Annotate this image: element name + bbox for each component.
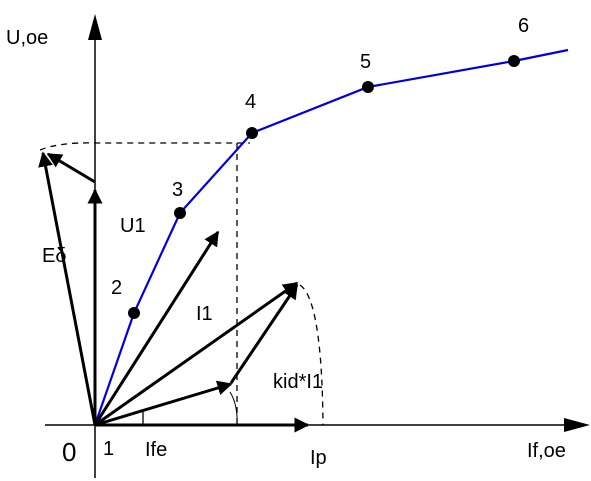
y-axis-label: U,oe <box>6 27 48 49</box>
point-label-4: 4 <box>245 91 256 113</box>
vector-connect-e-delta <box>46 152 96 184</box>
vector-i1 <box>94 281 299 427</box>
point-label-3: 3 <box>172 179 183 201</box>
vector-short <box>94 380 233 427</box>
curve-point-4 <box>246 127 258 139</box>
dashed-arc-kid <box>299 284 324 426</box>
point-label-6: 6 <box>518 15 529 37</box>
curve-point-3 <box>174 207 186 219</box>
y-axis-arrowhead <box>88 14 102 40</box>
magnetization-curve <box>93 48 569 426</box>
vector-label-ip: Ip <box>310 447 327 469</box>
vector-label-u1: U1 <box>120 215 146 237</box>
vector-kid-i1 <box>229 283 299 384</box>
vector-label-ife: Ife <box>145 439 167 461</box>
x-axis-arrowhead <box>564 418 590 432</box>
curve-point-6 <box>508 55 520 67</box>
vector-label-i1: I1 <box>196 303 213 325</box>
origin-label: 0 <box>62 437 76 467</box>
dashed-arc-top <box>39 142 250 151</box>
angle-arc <box>229 391 238 426</box>
curve-point-5 <box>362 81 374 93</box>
vector-e-delta <box>38 151 97 426</box>
vector-u1 <box>93 230 220 426</box>
vector-label-kid-i1: kid*I1 <box>273 371 323 393</box>
vector-label-e-delta: Eδ <box>42 245 66 267</box>
point-label-5: 5 <box>360 51 371 73</box>
point-label-2: 2 <box>111 277 122 299</box>
point-label-1: 1 <box>103 438 114 460</box>
curve-point-2 <box>128 307 140 319</box>
x-axis-label: If,oe <box>527 440 566 462</box>
